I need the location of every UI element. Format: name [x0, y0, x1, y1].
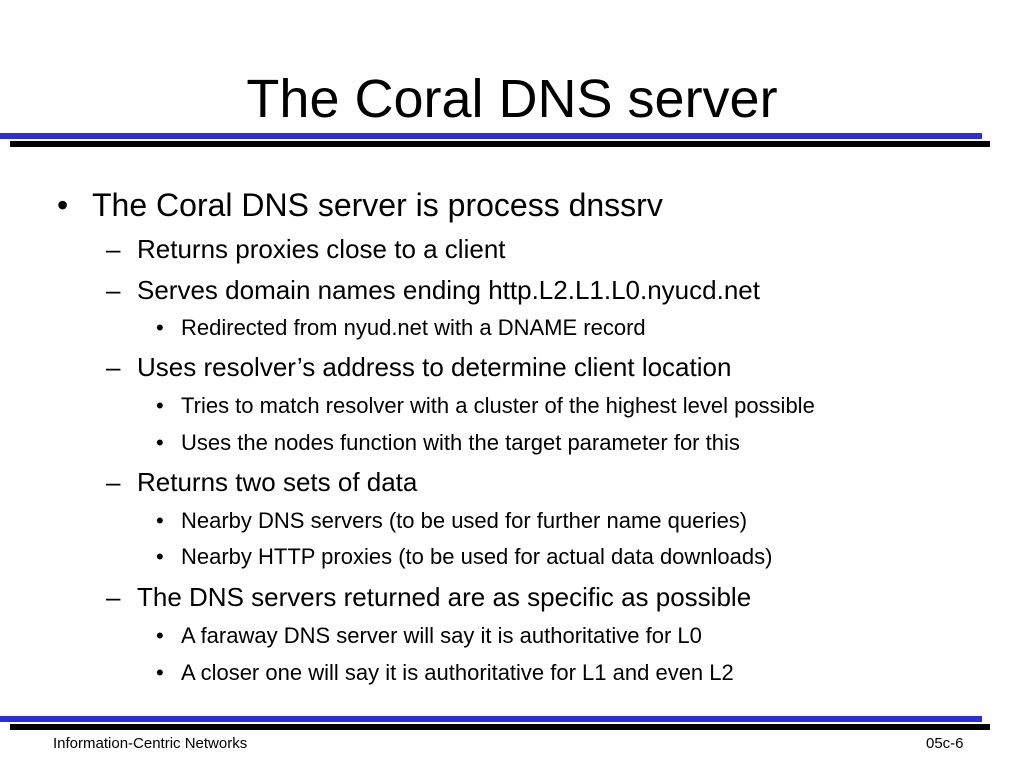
bullet-text: Nearby HTTP proxies (to be used for actu… — [181, 544, 773, 569]
header-rule-blue — [0, 133, 982, 139]
bullet-text: Returns two sets of data — [137, 467, 418, 497]
footer-page-number: 05c-6 — [926, 735, 964, 752]
bullet-text: The Coral DNS server is process dnssrv — [92, 187, 663, 223]
footer-left-text: Information-Centric Networks — [53, 735, 248, 752]
bullet-marker: – — [106, 582, 121, 612]
bullet-text: A closer one will say it is authoritativ… — [181, 660, 734, 685]
footer-rule-black — [10, 724, 990, 730]
bullet-marker: – — [106, 467, 121, 497]
bullet-text: Tries to match resolver with a cluster o… — [181, 393, 815, 418]
bullet-marker: • — [156, 315, 164, 340]
bullet-marker: • — [156, 544, 164, 569]
bullet-marker: – — [106, 352, 121, 382]
bullet-marker: – — [106, 234, 121, 264]
bullet-text: Uses resolver’s address to determine cli… — [137, 352, 732, 382]
footer-rule-blue — [0, 716, 982, 722]
bullet-marker: • — [156, 393, 164, 418]
bullet-text: Uses the nodes function with the target … — [181, 430, 740, 455]
bullet-text: Nearby DNS servers (to be used for furth… — [181, 508, 748, 533]
bullet-text: Redirected from nyud.net with a DNAME re… — [181, 315, 646, 340]
bullet-text: Serves domain names ending http.L2.L1.L0… — [137, 275, 760, 305]
bullet-text: Returns proxies close to a client — [137, 234, 506, 264]
slide-title: The Coral DNS server — [246, 69, 778, 129]
bullet-marker: • — [156, 430, 164, 455]
bullet-marker: • — [57, 187, 69, 223]
bullet-marker: • — [156, 660, 164, 685]
bullet-marker: • — [156, 508, 164, 533]
bullet-marker: – — [106, 275, 121, 305]
bullet-text: The DNS servers returned are as specific… — [137, 582, 752, 612]
bullet-marker: • — [156, 623, 164, 648]
bullet-text: A faraway DNS server will say it is auth… — [181, 623, 702, 648]
header-rule-black — [10, 141, 990, 147]
